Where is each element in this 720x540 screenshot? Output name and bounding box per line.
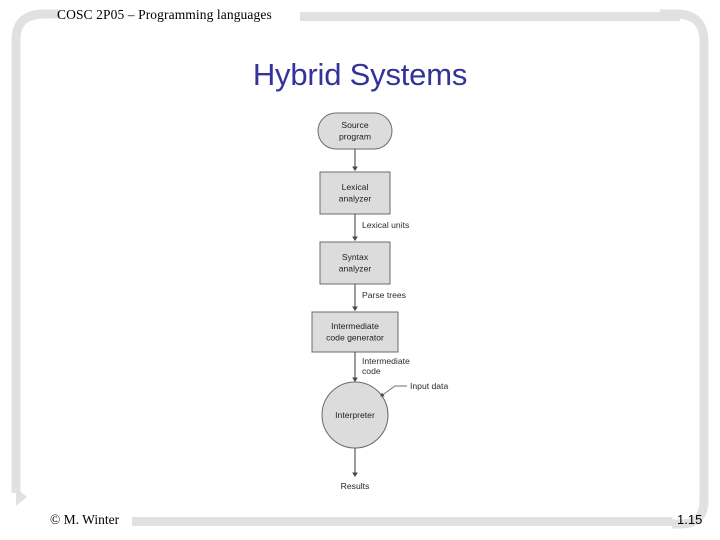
edge-label-input-data: Input data	[410, 381, 448, 391]
page-number-label: 1.15	[677, 512, 703, 527]
node-lexical-analyzer-label-line2: analyzer	[339, 194, 372, 204]
edge-label-lexical-units: Lexical units	[362, 220, 409, 230]
header-rule-bar	[300, 12, 680, 21]
course-header-label: COSC 2P05 – Programming languages	[57, 7, 272, 22]
node-syntax-analyzer-label-line2: analyzer	[339, 264, 372, 274]
leader-input-data	[380, 385, 407, 397]
hybrid-system-diagram: Source program Lexical analyzer Lexical …	[255, 100, 505, 500]
node-lexical-analyzer-label-line1: Lexical	[342, 182, 369, 192]
node-intermediate-code-generator-label-line1: Intermediate	[331, 321, 379, 331]
node-source-program-label-line1: Source	[341, 120, 368, 130]
node-intermediate-code-generator-label-line2: code generator	[326, 333, 384, 343]
footer-rule-bar	[132, 517, 672, 526]
node-source-program-label-line2: program	[339, 132, 371, 142]
node-lexical-analyzer	[319, 171, 391, 215]
edge-label-parse-trees: Parse trees	[362, 290, 406, 300]
node-interpreter-label: Interpreter	[335, 410, 375, 420]
node-syntax-analyzer-label-line1: Syntax	[342, 252, 369, 262]
copyright-label: © M. Winter	[50, 512, 120, 527]
edge-label-results: Results	[341, 481, 370, 491]
edge-label-intermediate-code-line1: Intermediate	[362, 356, 410, 366]
page-title: Hybrid Systems	[252, 57, 468, 92]
edge-label-intermediate-code-line2: code	[362, 366, 381, 376]
